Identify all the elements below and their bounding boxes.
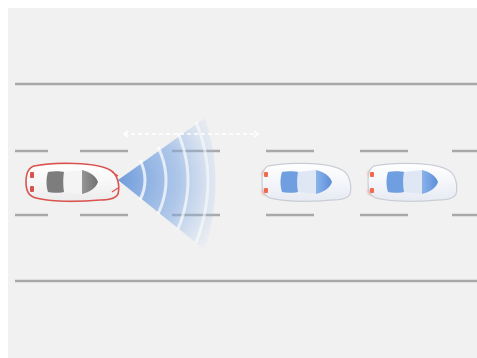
blue-car-icon	[260, 163, 351, 201]
red-car-icon	[26, 163, 119, 201]
blue-car-icon	[366, 163, 457, 201]
